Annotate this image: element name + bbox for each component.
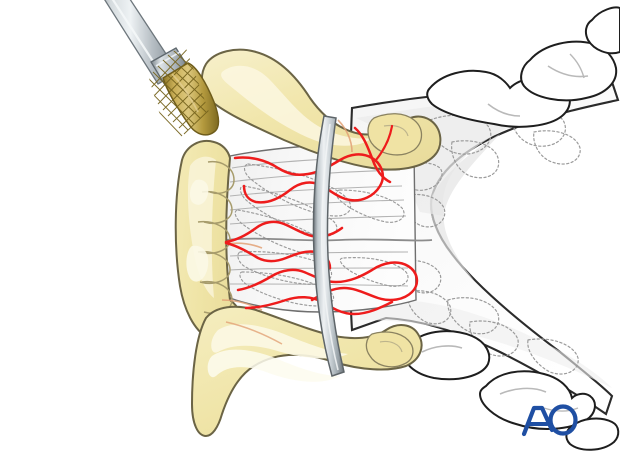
retractor-instrument[interactable] — [312, 115, 345, 377]
upper-tubercle-crease — [383, 124, 409, 137]
tooth-cusp-line-5 — [499, 387, 547, 395]
bone-segment-lower — [190, 305, 423, 438]
tooth-cusp-line-1 — [487, 103, 521, 117]
tooth-crown-3 — [584, 6, 620, 55]
lower-bone-highlight-1 — [211, 324, 348, 359]
bone-segment-upper — [200, 48, 442, 171]
retractor-specular-highlight — [321, 123, 339, 371]
tooth-cusp-line-4 — [421, 345, 463, 353]
burr-specular-highlight — [171, 73, 199, 113]
fracture-line-5 — [236, 261, 419, 302]
fracture-line-7 — [374, 124, 394, 162]
tooth-cusp-line-3 — [569, 53, 585, 79]
upper-soft-tissue-line — [337, 119, 353, 153]
lower-soft-tissue-line — [225, 321, 283, 345]
tooth-cusp-line-2 — [547, 65, 589, 78]
ao-logo-a-stroke — [521, 405, 555, 437]
teeth-lower-group — [402, 330, 620, 451]
retractor-blade[interactable] — [312, 115, 345, 377]
ao-logo: AO — [521, 404, 578, 437]
drill-shaft-highlight — [111, 0, 161, 73]
mandible-inner-arch-shading — [429, 134, 500, 280]
lower-bone-tubercle — [365, 331, 414, 368]
burr-drill-instrument[interactable] — [96, 0, 236, 137]
left-soft-tissue-line-2 — [221, 299, 263, 311]
fracture-line-2 — [353, 126, 392, 184]
upper-bone-highlight — [221, 65, 372, 146]
socket-highlight-2 — [186, 245, 209, 282]
tooth-crown-6 — [565, 417, 620, 451]
tooth-cusp-line-6 — [543, 407, 579, 412]
tooth-crown-2 — [520, 40, 618, 102]
mandible-shadow-lower — [360, 299, 612, 388]
ao-logo-o-ring — [548, 404, 578, 436]
bone-segment-left — [174, 140, 263, 343]
midline-fissure — [225, 237, 433, 242]
fracture-line-1 — [233, 153, 384, 204]
tooth-crown-5 — [478, 370, 596, 430]
upper-bone-tubercle — [367, 113, 423, 156]
drill-collar-highlight — [155, 51, 181, 67]
teeth-upper-group — [426, 6, 620, 128]
socket-highlight-1 — [189, 179, 209, 205]
lower-bone-highlight-2 — [207, 349, 340, 382]
lower-tubercle-crease — [379, 340, 403, 353]
